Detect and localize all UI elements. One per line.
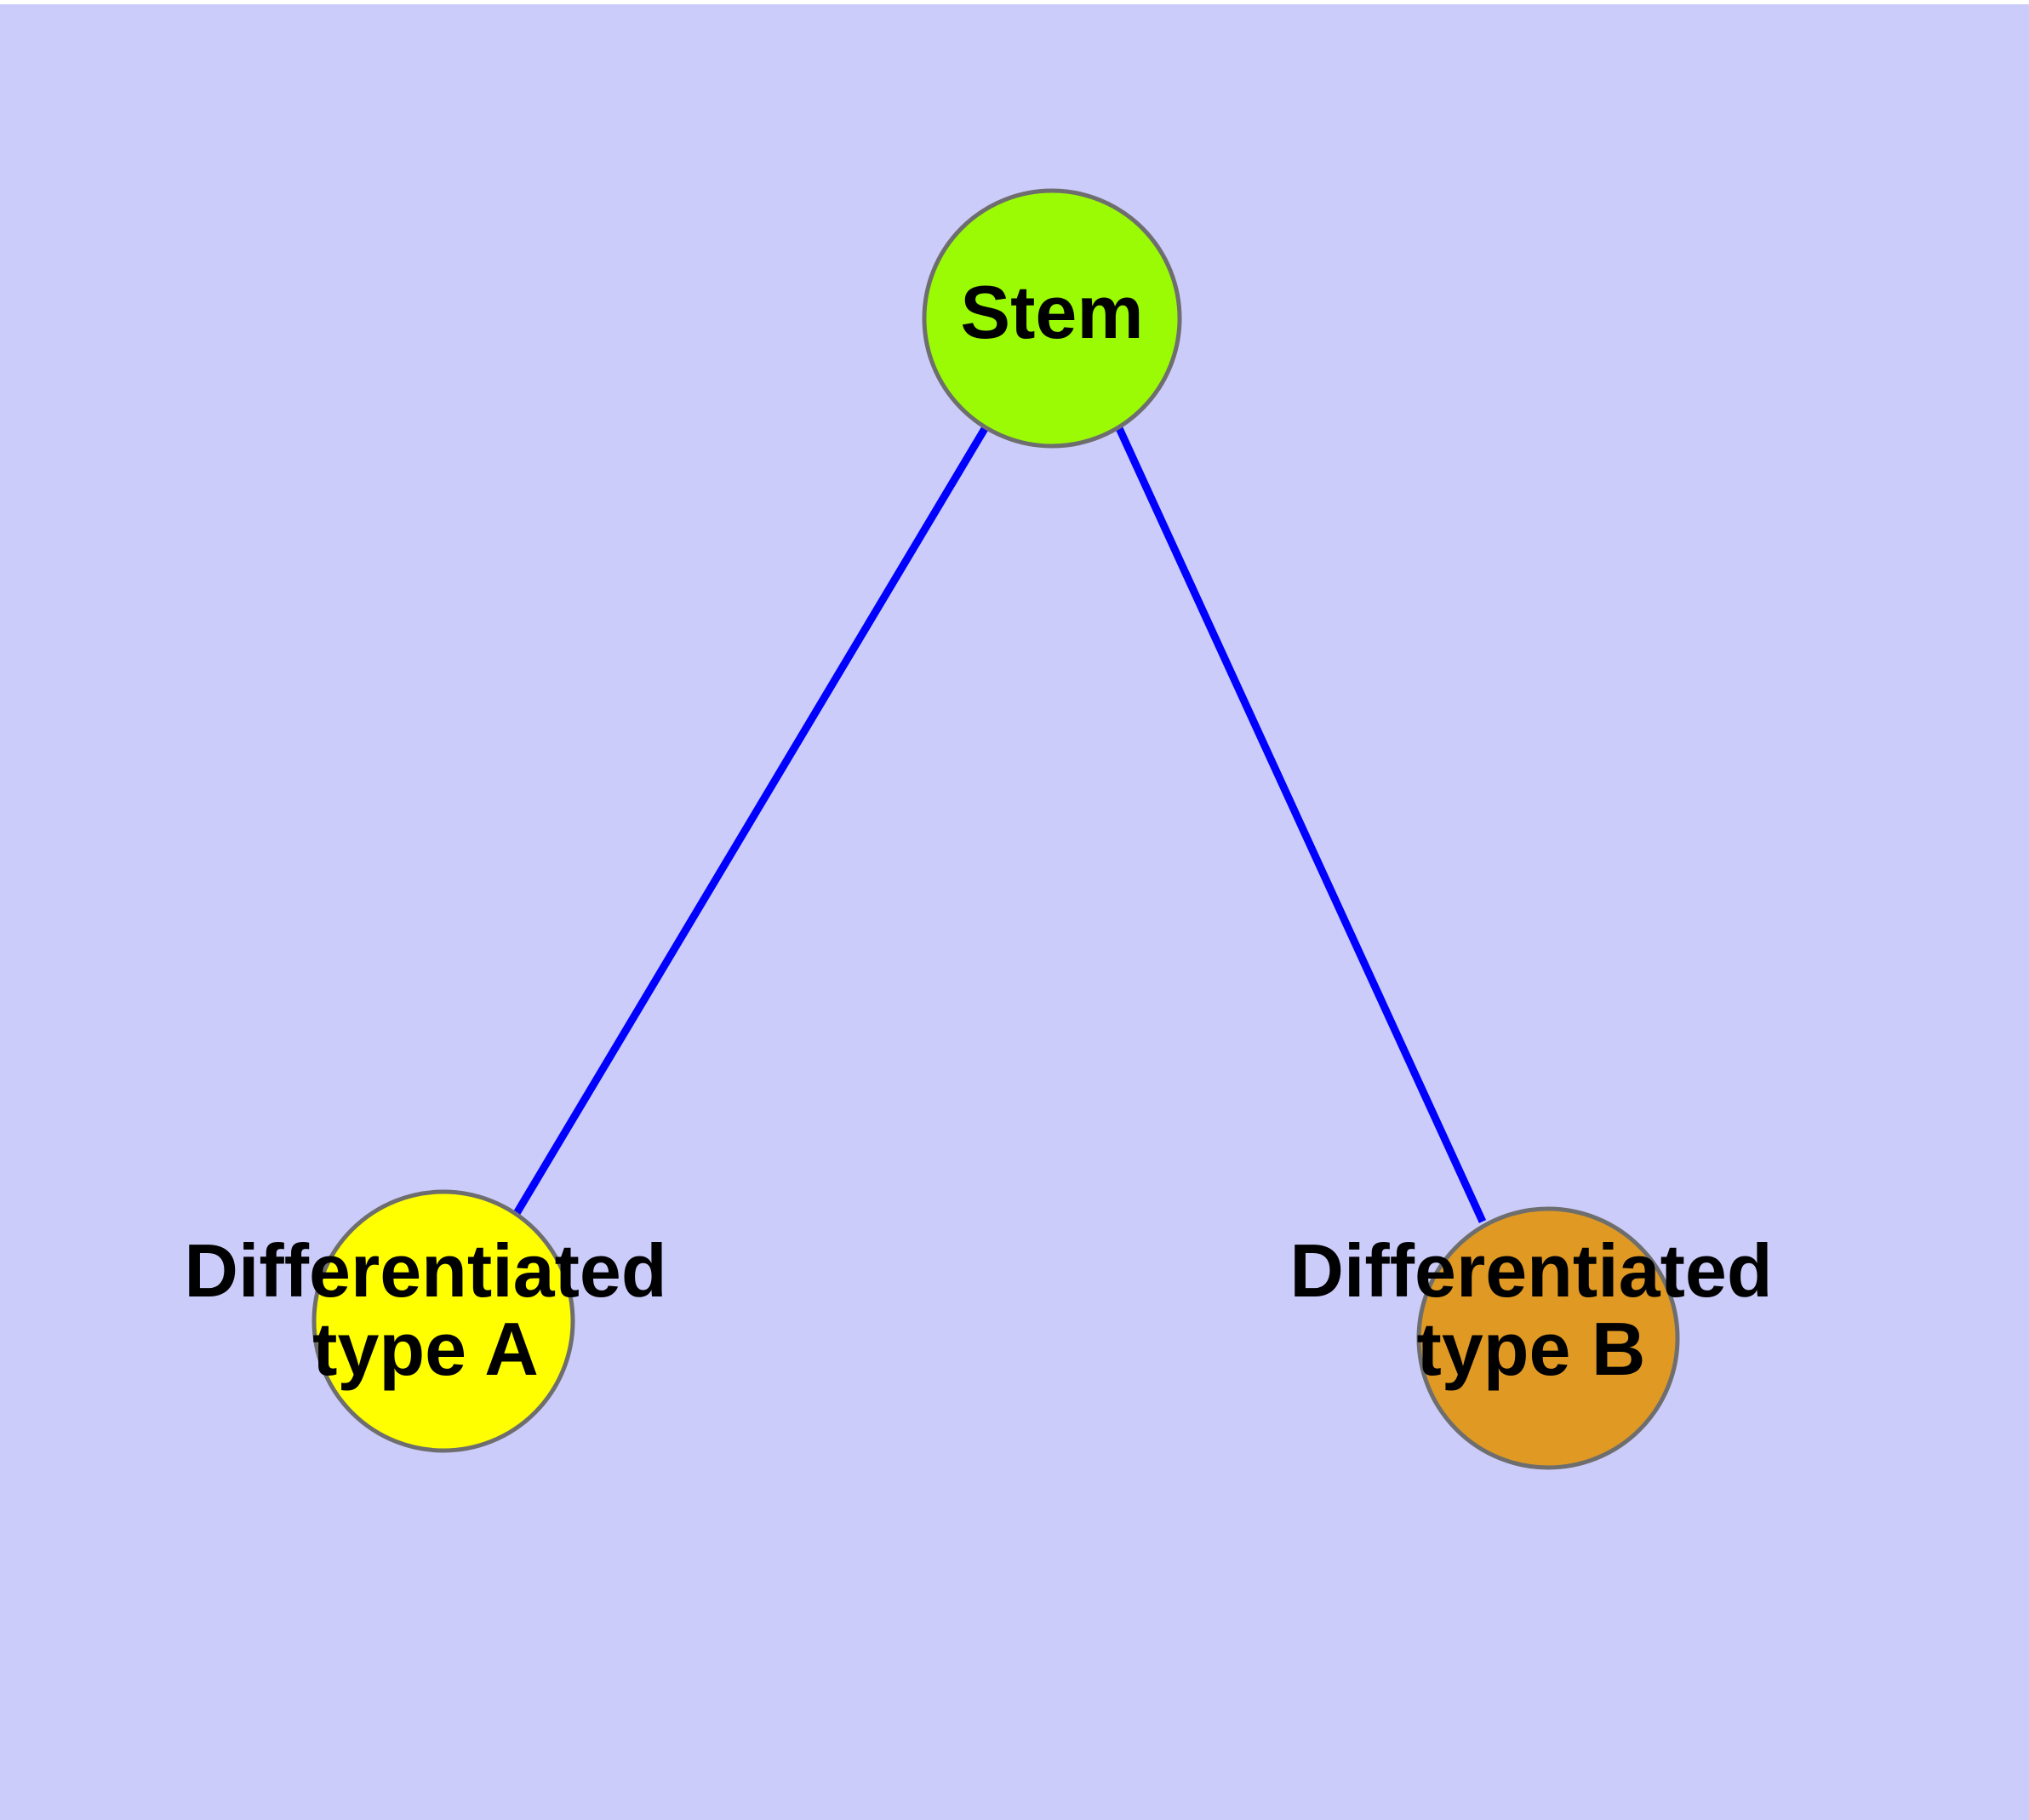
- node-label-line: Differentiated: [1289, 1228, 1772, 1313]
- node-circle-differentiated-type-b[interactable]: [1416, 1206, 1680, 1470]
- node-label-line: type A: [312, 1307, 539, 1391]
- edge-stem-to-differentiated-type-a[interactable]: [512, 425, 989, 1217]
- node-label-line: type B: [1417, 1307, 1646, 1391]
- node-stem[interactable]: Stem: [922, 188, 1182, 449]
- node-circle-differentiated-type-a[interactable]: [311, 1189, 575, 1453]
- edge-layer: [512, 425, 1487, 1223]
- edge-stem-to-differentiated-type-b[interactable]: [1115, 426, 1487, 1223]
- node-label-line: Differentiated: [184, 1228, 666, 1313]
- node-circle-stem[interactable]: [922, 188, 1182, 449]
- node-label-stem: Stem: [960, 270, 1143, 354]
- node-label-line: Stem: [960, 270, 1143, 354]
